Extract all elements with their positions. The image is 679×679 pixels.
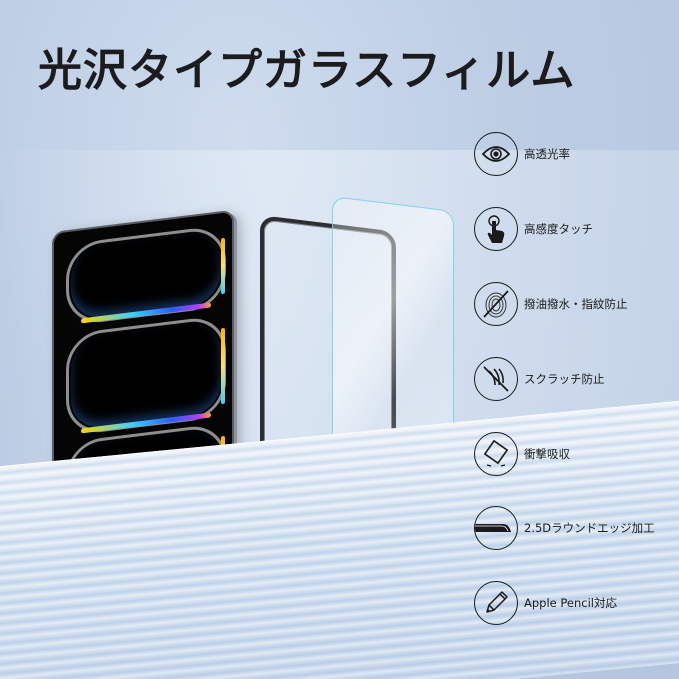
feature-label: スクラッチ防止: [524, 372, 605, 386]
no-fingerprint-icon: [474, 282, 518, 326]
feature-label: Apple Pencil対応: [524, 596, 617, 610]
touch-icon: [474, 207, 518, 251]
feature-label: 衝撃吸収: [524, 447, 570, 461]
feature-label: 撥油撥水・指紋防止: [524, 297, 628, 311]
pencil-icon: [474, 581, 518, 625]
no-scratch-icon: [474, 357, 518, 401]
feature-label: 高感度タッチ: [524, 222, 593, 236]
page-title: 光沢タイプガラスフィルム: [38, 45, 576, 96]
wallpaper-band-top: [68, 226, 224, 325]
feature-label: 2.5Dラウンドエッジ加工: [524, 521, 655, 535]
feature-label: 高透光率: [524, 147, 570, 161]
eye-icon: [474, 132, 518, 176]
wallpaper-band-middle: [68, 316, 224, 435]
round-edge-icon: [474, 506, 518, 550]
feature-item: 2.5Dラウンドエッジ加工: [474, 504, 655, 552]
feature-item: 撥油撥水・指紋防止: [474, 280, 628, 328]
shock-absorb-icon: [474, 432, 518, 476]
feature-item: スクラッチ防止: [474, 355, 605, 403]
feature-item: 衝撃吸収: [474, 430, 570, 478]
feature-item: 高感度タッチ: [474, 205, 593, 253]
feature-item: 高透光率: [474, 130, 570, 178]
feature-item: Apple Pencil対応: [474, 579, 617, 627]
